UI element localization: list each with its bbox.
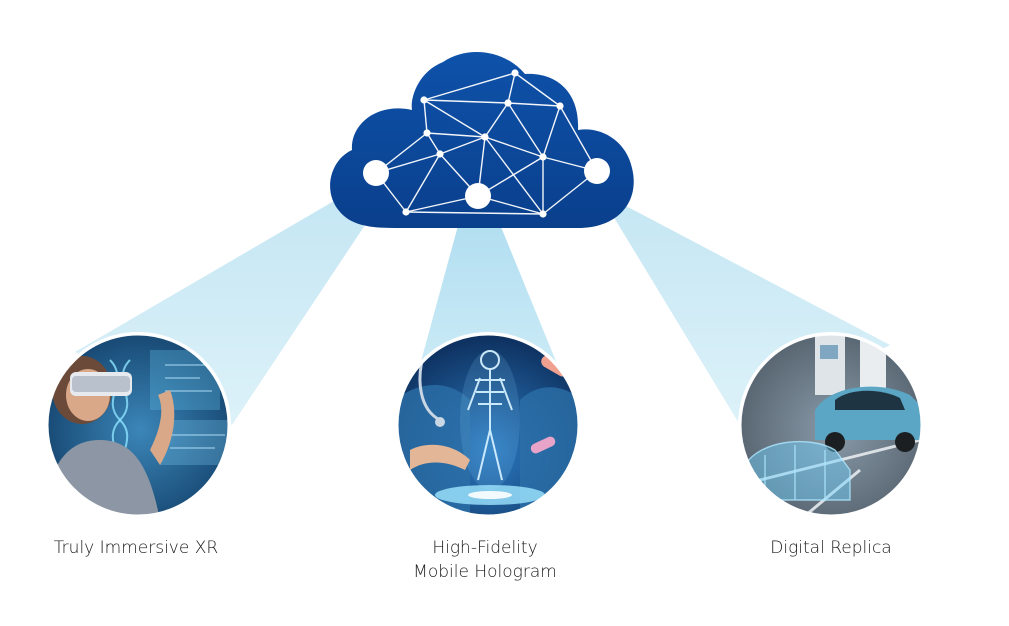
hub-node-center	[465, 183, 491, 209]
label-truly-immersive-xr: Truly Immersive XR	[30, 536, 242, 560]
hub-node-right	[584, 158, 610, 184]
hub-node-left	[363, 160, 389, 186]
cloud-shape	[330, 51, 634, 228]
label-line: Digital Replica	[770, 538, 892, 558]
label-high-fidelity-mobile-hologram: High-Fidelity Mobile Hologram	[380, 536, 590, 584]
vr-headset-person-icon	[45, 332, 231, 518]
digital-twin-car-icon	[738, 332, 924, 518]
label-line: Mobile Hologram	[413, 562, 557, 582]
network-nodes	[363, 69, 610, 218]
label-line: Truly Immersive XR	[53, 538, 219, 558]
label-line: High-Fidelity	[432, 538, 538, 558]
cloud-network-icon	[330, 51, 634, 228]
medical-hologram-icon	[395, 332, 581, 518]
label-digital-replica: Digital Replica	[745, 536, 917, 560]
